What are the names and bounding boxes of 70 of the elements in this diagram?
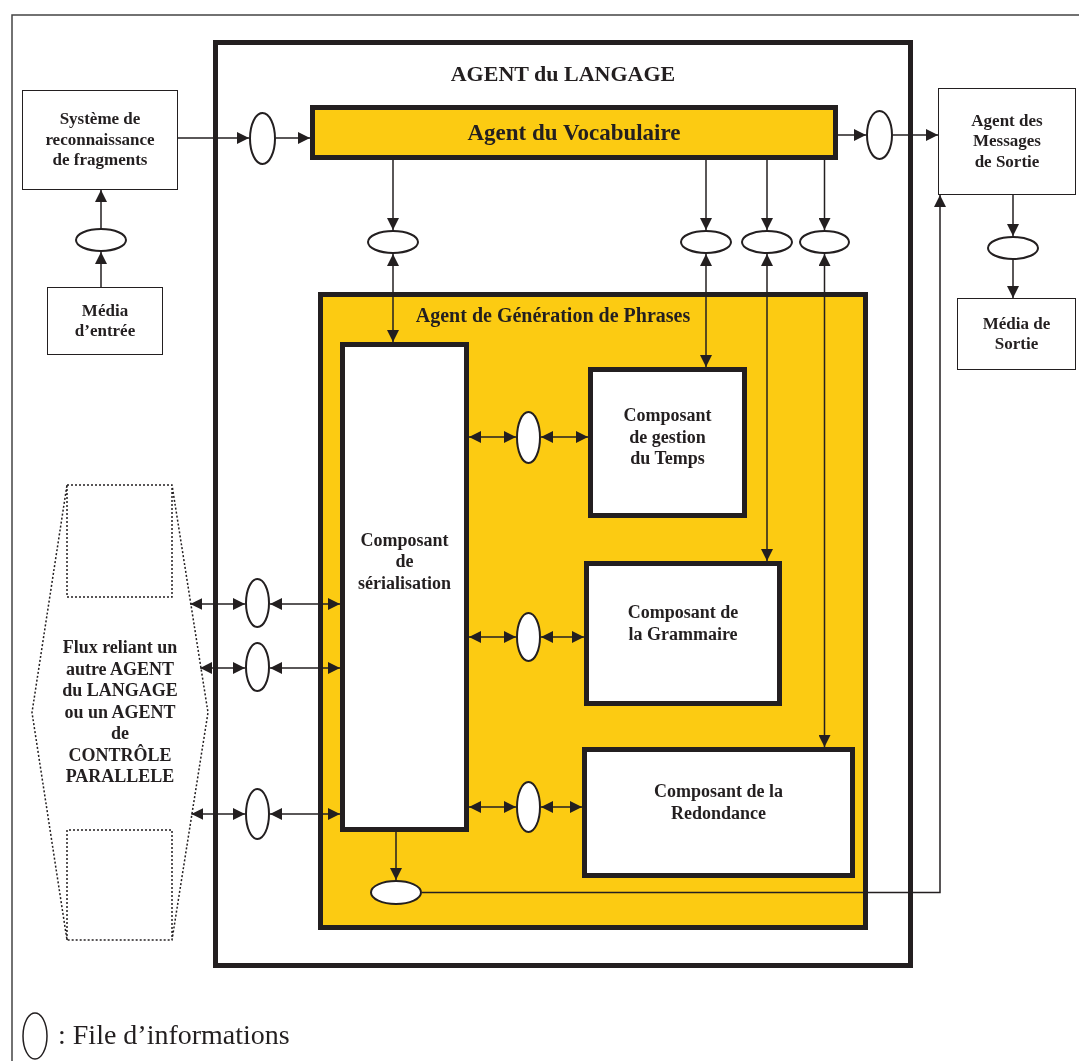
agent-heading: AGENT du LANGAGE (450, 61, 676, 88)
legend-label: : File d’informations (58, 1018, 290, 1052)
arrow (540, 431, 589, 443)
arrow (190, 808, 246, 820)
queue-ellipse (75, 228, 127, 252)
node-label: Média de Sortie (981, 313, 1052, 355)
arrow (700, 253, 712, 368)
arrow (892, 129, 939, 141)
node-label: Composant de sérialisation (357, 529, 452, 595)
queue-ellipse (370, 880, 422, 905)
arrow (95, 189, 107, 229)
arrow (177, 132, 250, 144)
node-label: Composant de gestion du Temps (622, 405, 713, 470)
arrow (199, 662, 246, 674)
queue-ellipse (680, 230, 732, 254)
queue-ellipse (249, 112, 276, 165)
flow-shape (30, 485, 210, 940)
arrow (540, 801, 583, 813)
arrow (390, 831, 402, 881)
node-label: Média d’entrée (73, 300, 137, 342)
node-label: Système de reconnaissance de fragments (44, 109, 156, 171)
arrow (837, 129, 867, 141)
queue-ellipse (516, 411, 541, 464)
process-box (47, 287, 163, 355)
process-box (340, 342, 469, 832)
arrow (468, 431, 517, 443)
process-box (310, 105, 838, 160)
arrow (700, 159, 712, 231)
agent-container (213, 40, 913, 968)
arrow (269, 662, 341, 674)
arrow (540, 631, 585, 643)
arrow (275, 132, 311, 144)
queue-ellipse (866, 110, 893, 160)
queue-ellipse (741, 230, 793, 254)
arrow (761, 159, 773, 231)
node-label: Agent des Messages de Sortie (970, 110, 1044, 173)
node-label: Agent du Vocabulaire (467, 118, 681, 147)
arrow (387, 253, 399, 343)
arrow (761, 253, 773, 562)
queue-ellipse (799, 230, 850, 254)
arrow (189, 598, 246, 610)
process-box (588, 367, 747, 518)
queue-ellipse (245, 642, 270, 692)
process-box (584, 561, 782, 706)
process-box (957, 298, 1076, 370)
node-label: Composant de la Grammaire (626, 601, 740, 646)
node-label: Composant de la Redondance (653, 780, 784, 825)
queue-ellipse (245, 578, 270, 628)
queue-ellipse (987, 236, 1039, 260)
arrow (269, 598, 341, 610)
arrow (421, 194, 946, 894)
process-box (582, 747, 855, 878)
arrow (95, 251, 107, 288)
process-box (22, 90, 178, 190)
queue-ellipse (245, 788, 270, 840)
arrow (387, 159, 399, 231)
queue-ellipse (516, 612, 541, 662)
queue-ellipse (367, 230, 419, 254)
arrow (468, 801, 517, 813)
arrow (818, 253, 831, 748)
arrow (818, 159, 831, 231)
node-label: Flux reliant un autre AGENT du LANGAGE ou un AGENT de CONTRÔLE PARALLELE (61, 636, 179, 789)
process-box (938, 88, 1076, 195)
agent-heading: Agent de Génération de Phrases (414, 303, 692, 327)
arrow (269, 808, 341, 820)
arrow (1007, 194, 1019, 237)
arrow (1007, 259, 1019, 299)
process-box (318, 292, 868, 930)
queue-ellipse (516, 781, 541, 833)
arrow (468, 631, 517, 643)
